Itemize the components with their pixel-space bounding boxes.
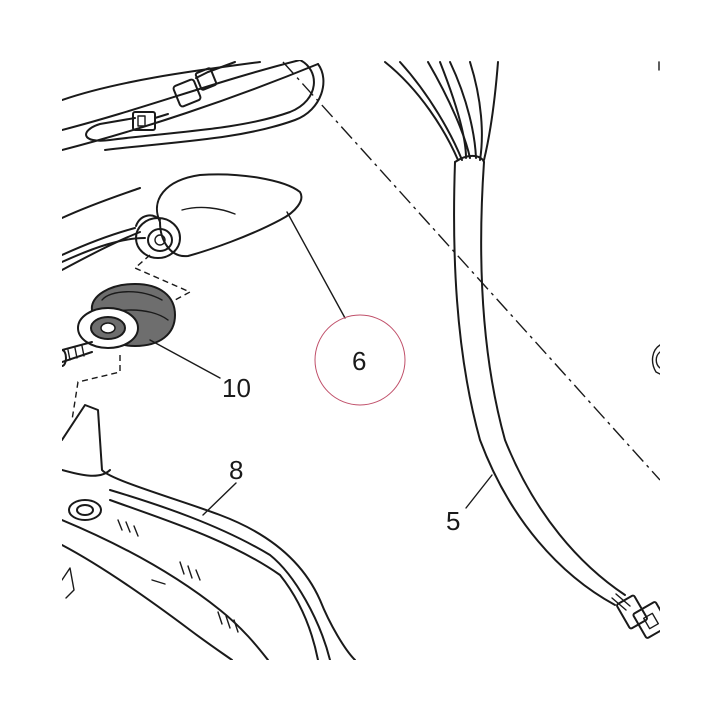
callout-5: 5 bbox=[446, 506, 460, 536]
callout-6: 6 bbox=[352, 346, 366, 376]
leader-6 bbox=[286, 211, 346, 319]
connector-small-left bbox=[132, 111, 169, 131]
rubber-grommet bbox=[77, 282, 177, 349]
upper-wiring-loop bbox=[62, 60, 325, 151]
mounting-bracket bbox=[62, 404, 356, 660]
callout-6-highlight bbox=[314, 314, 406, 406]
leader-5 bbox=[465, 474, 493, 509]
wiring-harness bbox=[384, 61, 626, 606]
callout-8: 8 bbox=[229, 455, 243, 485]
turn-signal-lamp bbox=[135, 173, 303, 259]
signal-cable bbox=[62, 187, 146, 271]
leader-8 bbox=[202, 482, 237, 516]
harness-end-connector bbox=[611, 593, 660, 639]
center-line bbox=[282, 61, 660, 481]
leader-10 bbox=[149, 339, 221, 379]
partial-part-right bbox=[651, 344, 660, 375]
callout-10: 10 bbox=[222, 373, 251, 403]
connector-small-right bbox=[172, 61, 236, 108]
mounting-screw bbox=[62, 341, 93, 367]
